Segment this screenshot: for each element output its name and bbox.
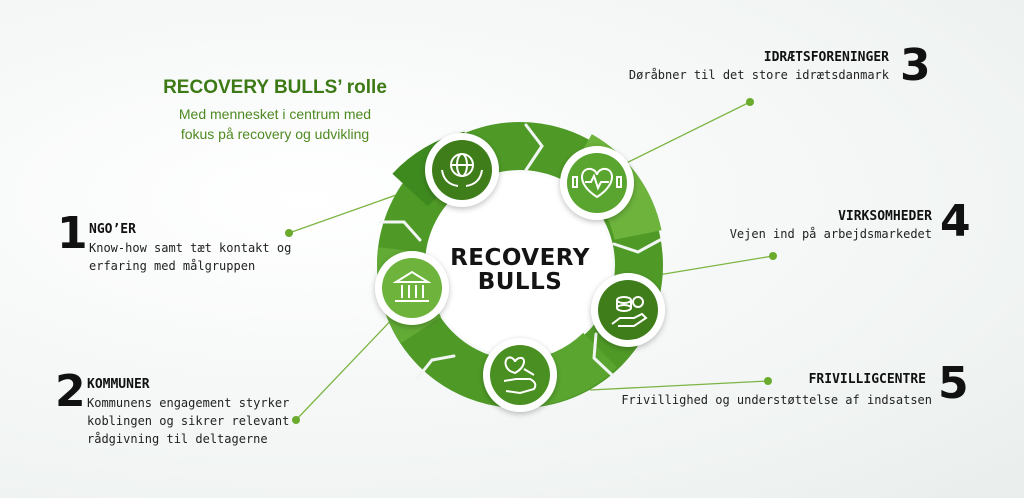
partner-title-2: KOMMUNER (87, 377, 150, 392)
partner-number-2: 2 (55, 366, 86, 417)
connector-dot-1 (285, 229, 293, 237)
center-line-2: BULLS (477, 269, 563, 295)
connector-line-5 (589, 380, 769, 391)
heart-hand-icon (483, 338, 557, 412)
partner-desc-1-line-2: erfaring med målgruppen (89, 259, 256, 273)
center-disc (428, 173, 612, 357)
connector-line-4 (645, 255, 774, 278)
partner-title-4: VIRKSOMHEDER (838, 209, 932, 224)
center-line-1: RECOVERY (450, 245, 590, 271)
partner-number-4: 4 (940, 196, 971, 247)
partner-number-3: 3 (900, 40, 931, 91)
partner-desc-2-line-3: rådgivning til deltagerne (87, 432, 268, 446)
partner-desc-2-line-2: koblingen og sikrer relevant (87, 414, 290, 428)
subtitle-line-2: fokus på recovery og udvikling (180, 126, 370, 142)
partner-desc-5: Frivillighed og understøttelse af indsat… (621, 393, 932, 407)
partner-desc-2-line-1: Kommunens engagement styrker (87, 396, 290, 410)
connector-dot-2 (292, 416, 300, 424)
connector-dot-4 (769, 252, 777, 260)
coins-hand-icon (591, 273, 665, 347)
heart-dumbbell-icon (560, 146, 634, 220)
subtitle-line-1: Med mennesket i centrum med (178, 106, 372, 122)
connector-dot-3 (746, 98, 754, 106)
partner-desc-1: Know-how samt tæt kontakt og erfaring me… (89, 239, 291, 275)
partner-desc-2: Kommunens engagement styrker koblingen o… (87, 394, 289, 448)
partner-number-5: 5 (938, 358, 969, 409)
partner-title-3: IDRÆTSFORENINGER (763, 50, 889, 65)
page-title: RECOVERY BULLS’ rolle (163, 77, 387, 98)
page-subtitle: Med mennesket i centrum med fokus på rec… (150, 104, 400, 144)
globe-hands-icon (425, 133, 499, 207)
partner-desc-3: Døråbner til det store idrætsdanmark (628, 68, 889, 82)
partner-desc-4: Vejen ind på arbejdsmarkedet (729, 227, 932, 241)
partner-title-5: FRIVILLIGCENTRE (808, 372, 926, 387)
partner-number-1: 1 (57, 208, 88, 259)
center-logo-text: RECOVERY BULLS (440, 246, 600, 294)
partner-title-1: NGO’ER (89, 222, 136, 237)
connector-dot-5 (764, 377, 772, 385)
bank-icon (375, 251, 449, 325)
partner-desc-1-line-1: Know-how samt tæt kontakt og (89, 241, 292, 255)
